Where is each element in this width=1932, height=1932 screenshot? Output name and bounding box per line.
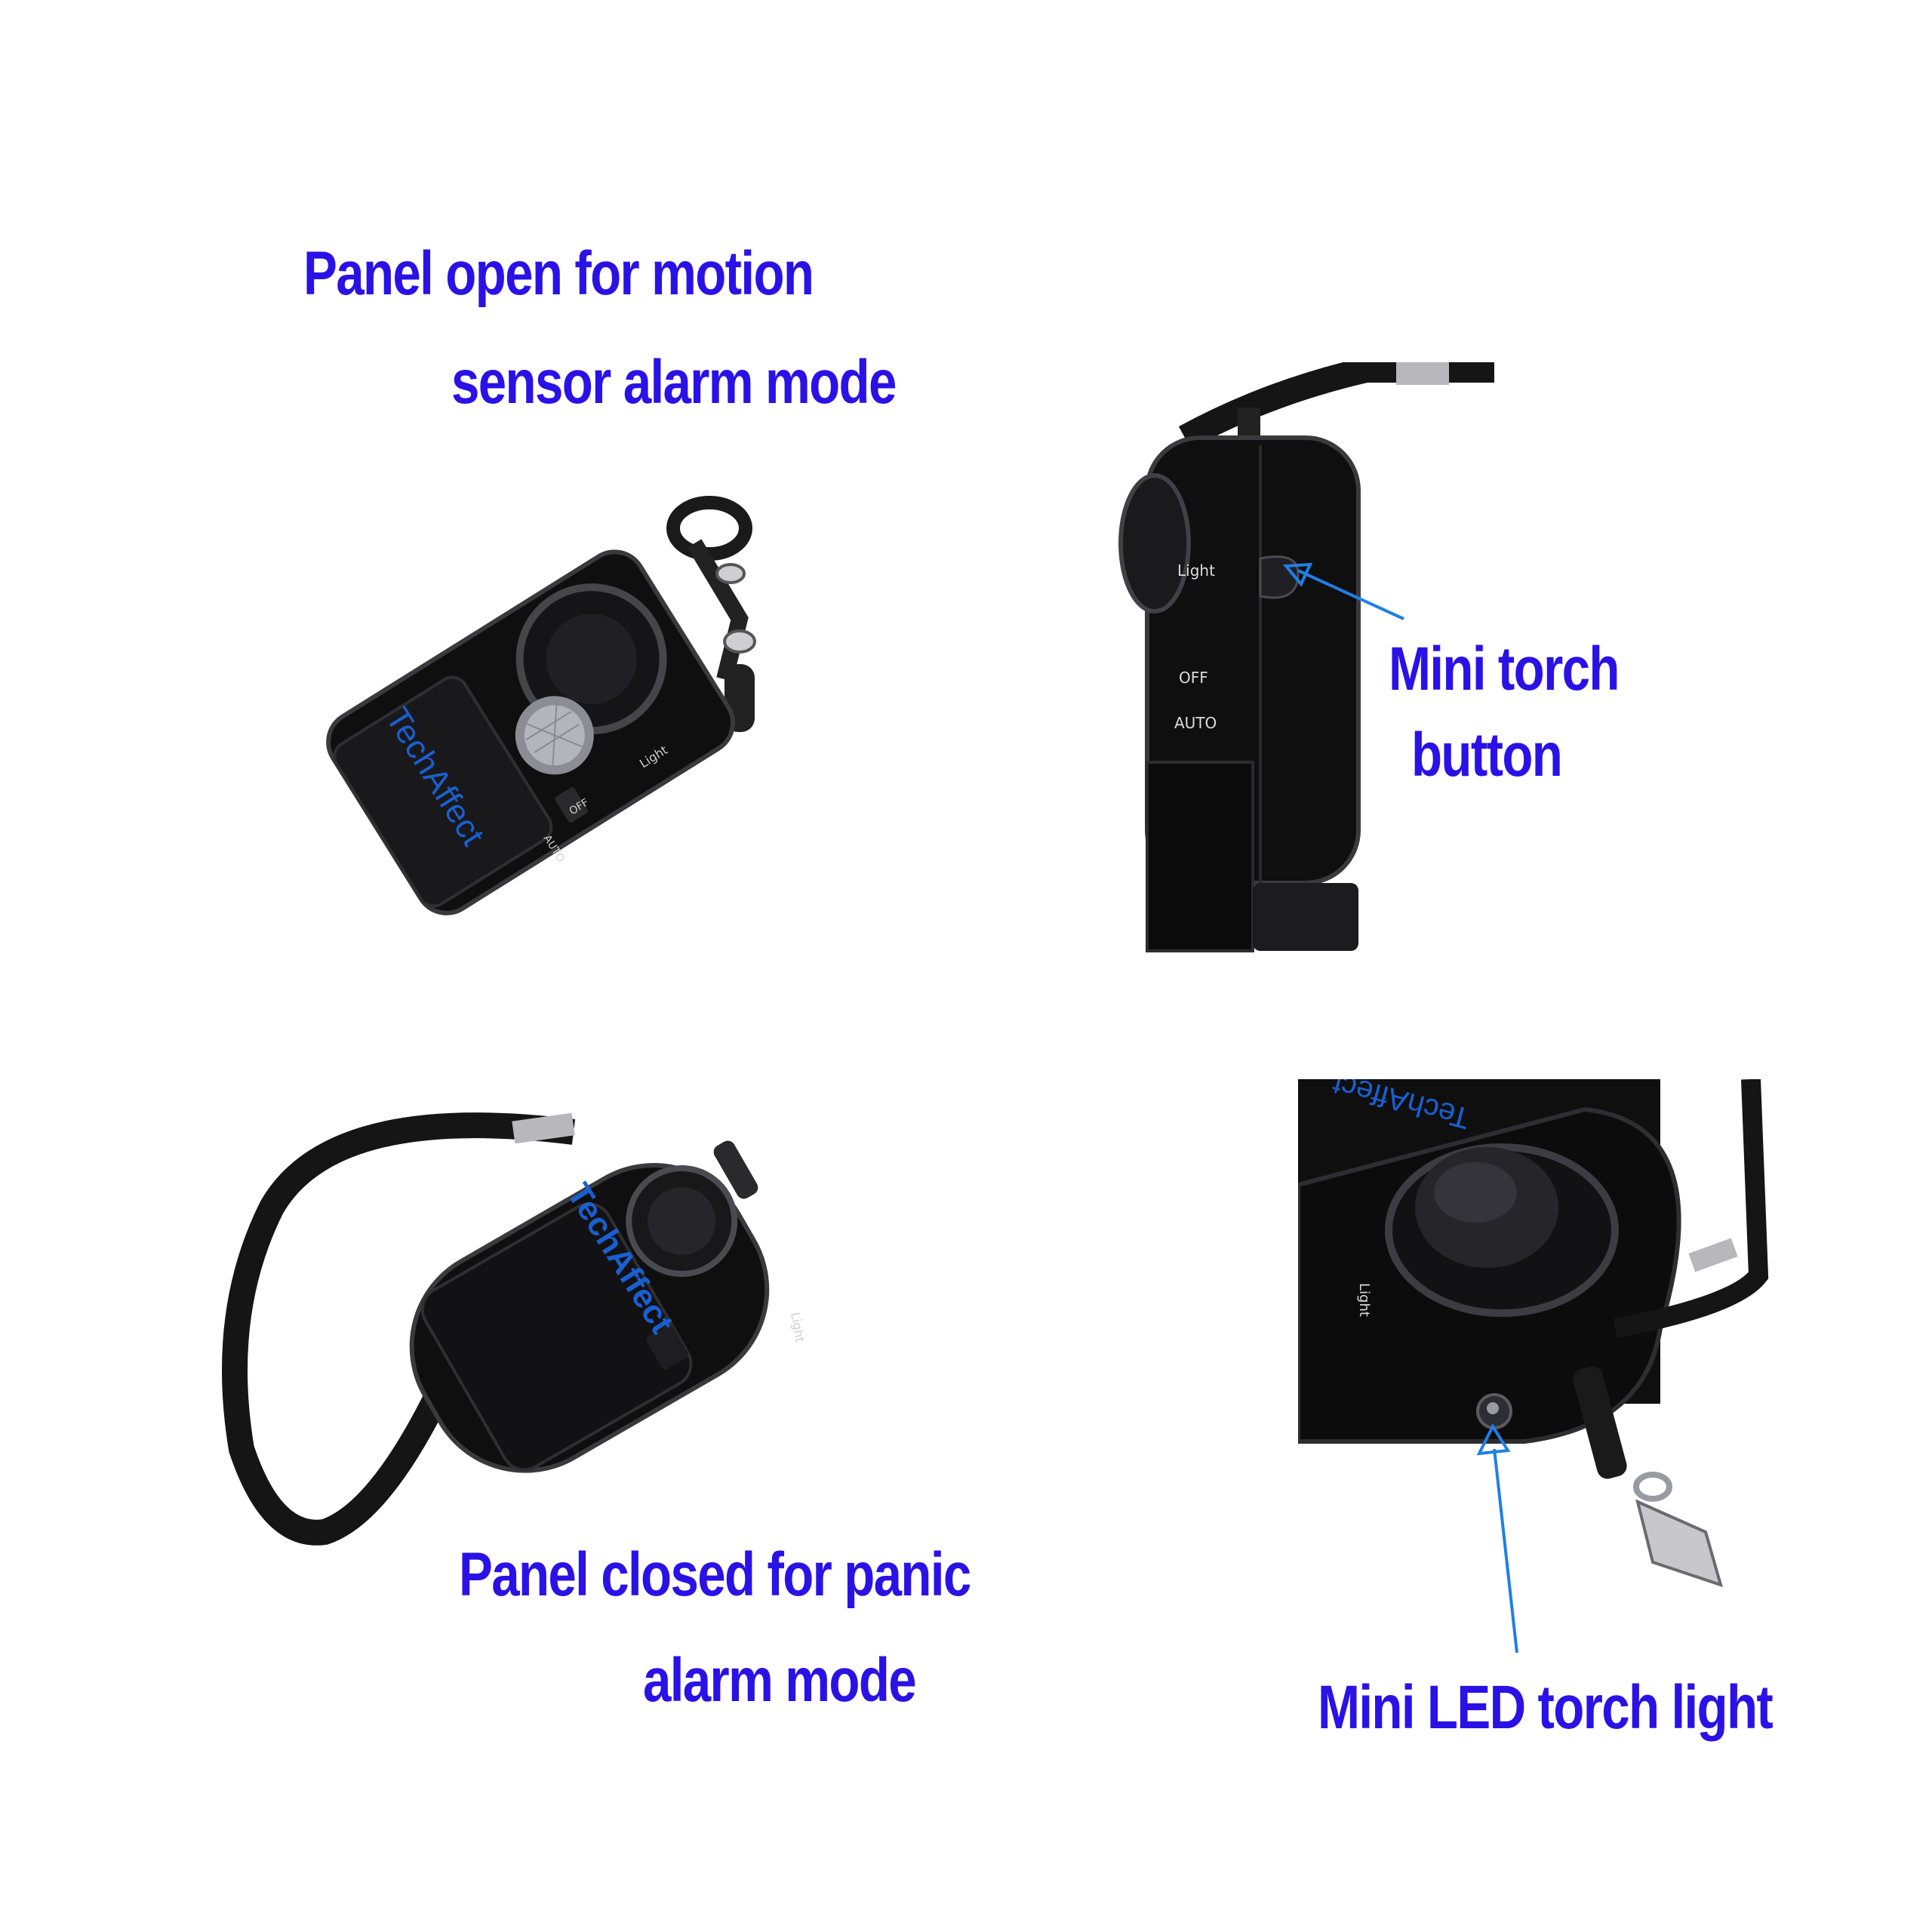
device-side-light-label: Light <box>1177 561 1215 580</box>
caption-panel-open-line2: sensor alarm mode <box>451 348 897 417</box>
caption-torch-button-line1: Mini torch <box>1389 635 1620 703</box>
lanyard-loop <box>222 1112 576 1546</box>
photo-side-view: Light OFF AUTO <box>1118 362 1494 952</box>
arrow-left-icon <box>1282 562 1404 620</box>
keychain-ring <box>666 496 756 732</box>
device-body-open <box>326 549 735 915</box>
device-body-closed <box>409 1163 770 1473</box>
caption-panel-closed-line1: Panel closed for panic <box>459 1540 971 1609</box>
caption-panel-open-line1: Panel open for motion <box>303 239 814 308</box>
caption-panel-closed-line2: alarm mode <box>643 1646 917 1715</box>
device-side-off-label: OFF <box>1179 669 1208 687</box>
caption-torch-button-line2: button <box>1411 721 1563 789</box>
photo-panel-closed: TechAffect Light <box>222 1112 808 1546</box>
caption-led-light: Mini LED torch light <box>1318 1673 1774 1742</box>
device-side-auto-label: AUTO <box>1174 714 1217 732</box>
photo-panel-open: TechAffect Light OFF AUTO <box>326 496 756 915</box>
device-led-light-label: Light <box>1356 1283 1372 1317</box>
photo-led-torch: TechAffect Light <box>1298 1079 1769 1588</box>
device-closed-light-label: Light <box>788 1311 808 1343</box>
arrow-up-icon <box>1476 1423 1518 1654</box>
